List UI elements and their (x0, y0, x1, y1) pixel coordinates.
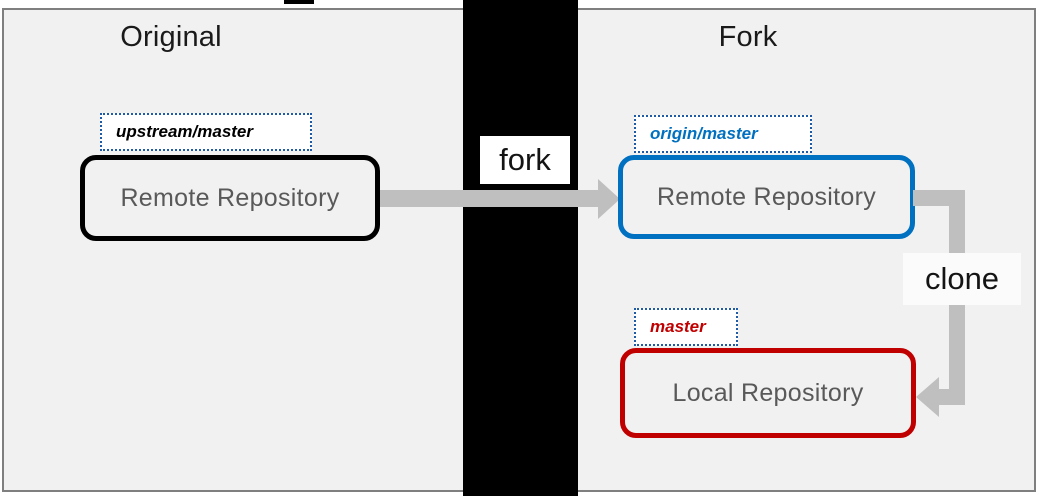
panel-title-original: Original (120, 21, 222, 53)
branch-tag-origin-master: origin/master (634, 115, 812, 153)
clone-arrow-segment-horizontal-bottom (938, 389, 965, 405)
node-upstream-remote-repository[interactable]: Remote Repository (80, 155, 380, 241)
divider-band (463, 0, 578, 496)
fork-arrow-head-icon (598, 179, 620, 219)
panel-title-fork: Fork (718, 21, 778, 53)
edge-label-clone: clone (903, 253, 1021, 305)
fork-arrow-shaft (378, 190, 600, 207)
node-origin-remote-repository[interactable]: Remote Repository (618, 155, 915, 239)
cropped-top-sliver (272, 0, 392, 7)
node-local-repository-label: Local Repository (672, 378, 864, 407)
edge-label-fork: fork (480, 136, 570, 184)
cropped-glyph-left (284, 0, 314, 4)
branch-tag-master: master (634, 308, 738, 346)
node-origin-remote-label: Remote Repository (656, 182, 877, 211)
clone-arrow-head-icon (916, 377, 939, 417)
node-local-repository[interactable]: Local Repository (620, 348, 916, 438)
node-upstream-remote-label: Remote Repository (120, 183, 340, 212)
branch-tag-upstream-master: upstream/master (100, 113, 312, 151)
